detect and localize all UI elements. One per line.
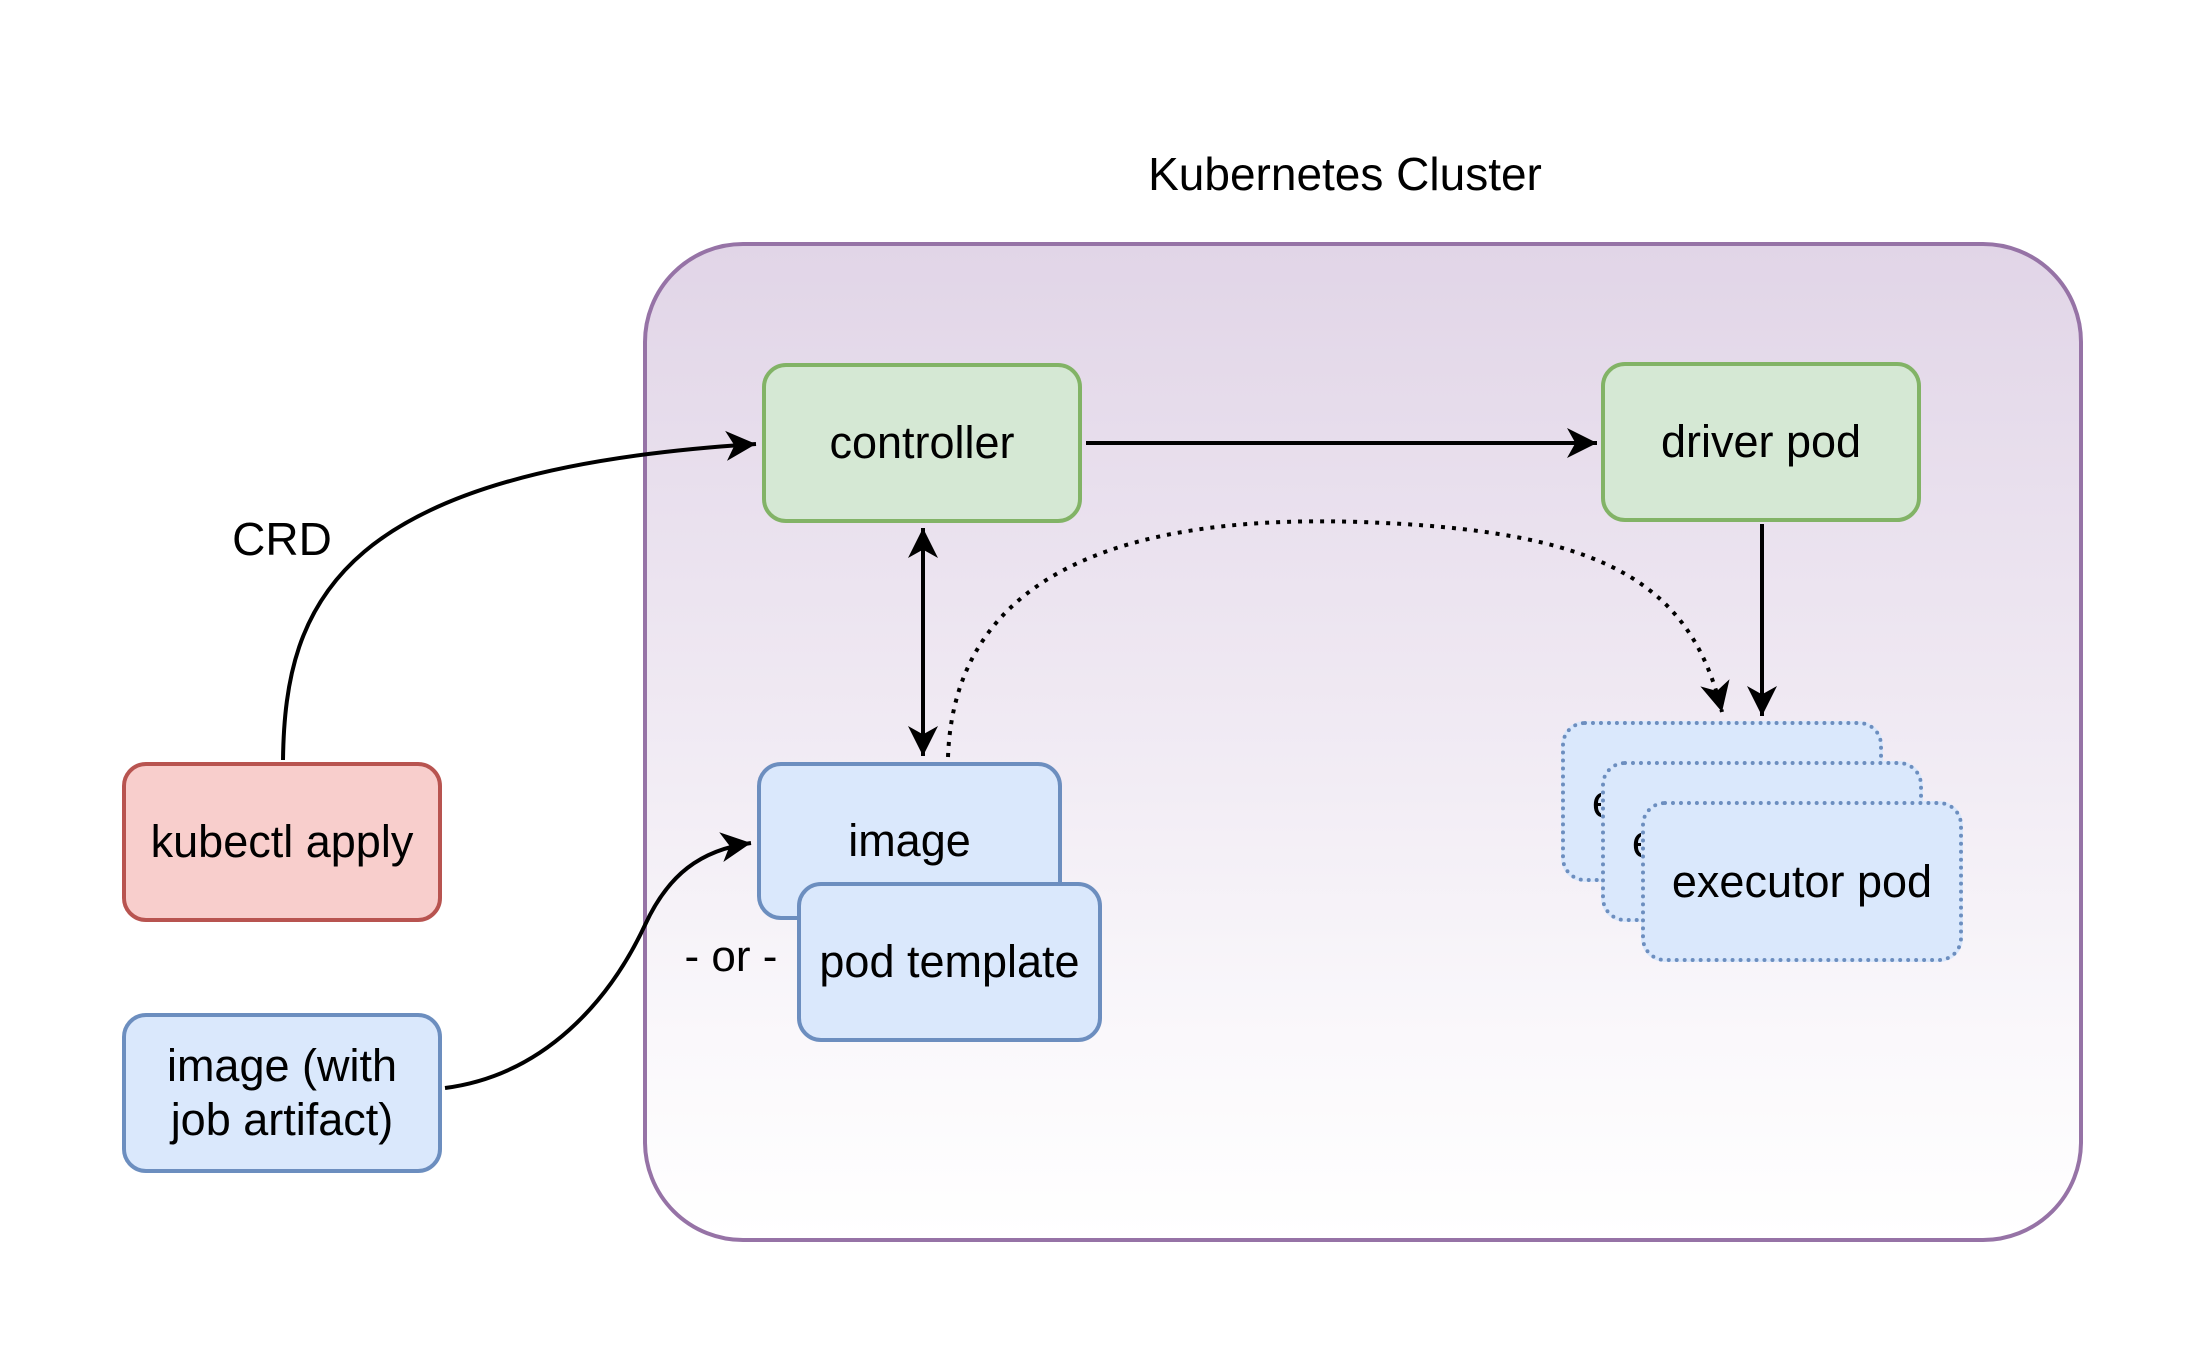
node-driver-pod: driver pod: [1601, 362, 1921, 522]
label-line-2: job artifact): [170, 1094, 394, 1145]
edge-kubectl-to-controller: [281, 430, 757, 761]
node-controller: controller: [762, 363, 1082, 523]
node-driver-pod-label: driver pod: [1660, 416, 1862, 467]
node-pod-template: pod template: [797, 882, 1102, 1042]
node-executor-pod-front: executor pod: [1641, 801, 1963, 962]
label-line-1: image (with: [166, 1040, 398, 1091]
node-image-label: image: [848, 815, 971, 866]
node-controller-label: controller: [829, 417, 1015, 468]
node-image-with-job-artifact: image (with job artifact): [122, 1013, 442, 1173]
edge-label-crd: CRD: [232, 513, 332, 565]
node-pod-template-label: pod template: [819, 936, 1080, 987]
node-executor-pod-front-label: executor pod: [1671, 855, 1933, 907]
node-kubectl-apply-label: kubectl apply: [150, 816, 414, 867]
node-kubectl-apply: kubectl apply: [122, 762, 442, 922]
cluster-title: Kubernetes Cluster: [1148, 148, 1542, 200]
edge-image-artifact-to-image: [444, 832, 752, 1090]
node-image-with-job-artifact-label: image (with job artifact): [167, 1039, 397, 1147]
edge-label-or: - or -: [684, 932, 778, 981]
